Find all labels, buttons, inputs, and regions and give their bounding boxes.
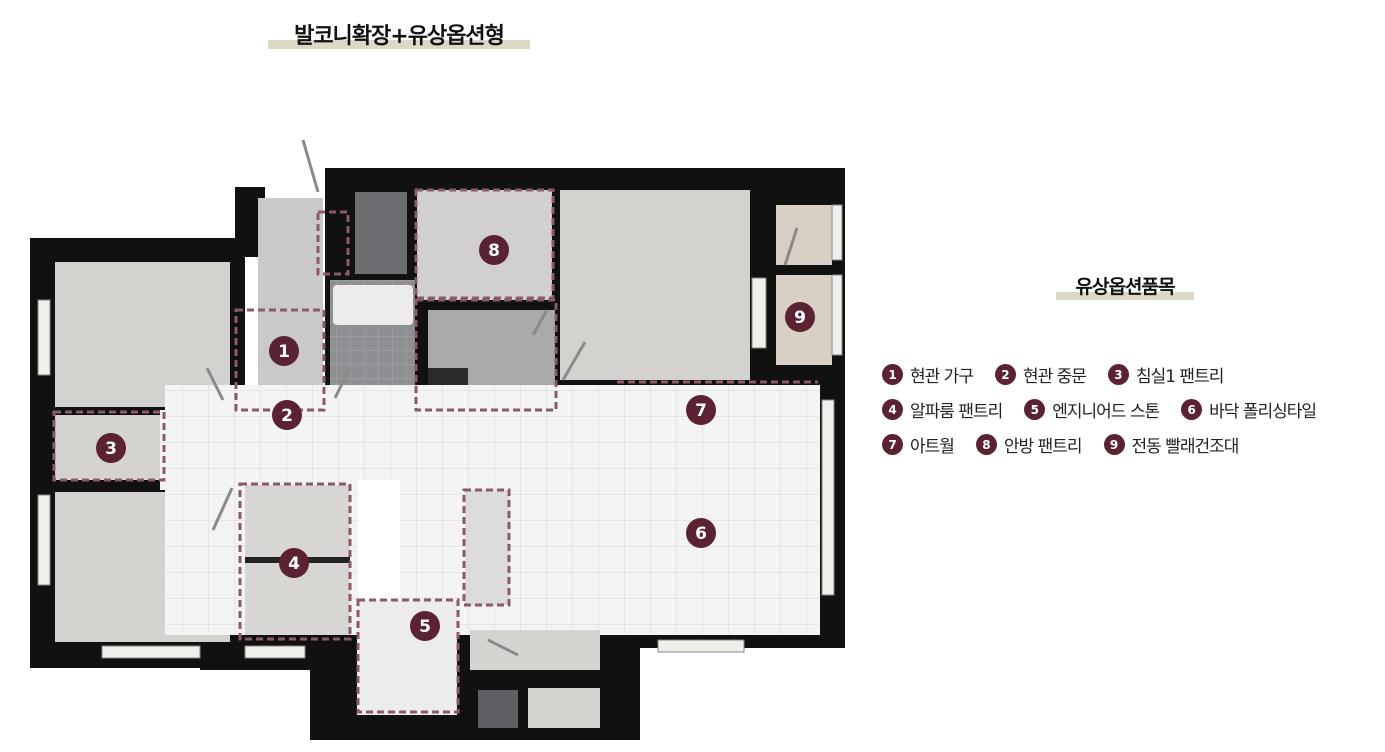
svg-text:5: 5 — [419, 617, 431, 637]
entrance-floor — [258, 198, 323, 398]
windows — [37, 204, 843, 659]
legend-title: 유상옵션품목 — [1075, 276, 1176, 298]
legend-badge: 3 — [1107, 364, 1129, 385]
legend-item: 7 아트월 — [882, 432, 955, 457]
legend-label: 엔지니어드 스톤 — [1052, 402, 1160, 422]
floorplan-title: 발코니확장+유상옵션형 — [294, 24, 505, 49]
legend-badge: 8 — [975, 434, 997, 455]
bedroom-1-floor — [55, 262, 230, 407]
svg-text:3: 3 — [105, 439, 117, 459]
legend-item: 9 전동 빨래건조대 — [1103, 432, 1240, 457]
plan-badge-5: 5 — [410, 611, 440, 641]
legend-item: 4 알파룸 팬트리 — [882, 397, 1003, 422]
floorplan-title-block: 발코니확장+유상옵션형 — [268, 14, 530, 50]
plan-badge-2: 2 — [272, 400, 302, 430]
legend-title-block: 유상옵션품목 — [1056, 270, 1194, 302]
utility-room-floor — [470, 630, 600, 670]
legend-item: 3 침실1 팬트리 — [1107, 362, 1224, 387]
option-outline-4 — [238, 482, 352, 641]
legend-row-3: 7 아트월 8 안방 팬트리 9 전동 빨래건조대 — [882, 432, 1260, 457]
plan-badge-1: 1 — [269, 336, 299, 366]
shoe-storage — [355, 192, 407, 274]
legend-label: 알파룸 팬트리 — [910, 402, 1003, 422]
door-arrows — [205, 139, 799, 657]
legend-item: 2 현관 중문 — [994, 362, 1087, 387]
legend-badge: 6 — [1181, 399, 1203, 420]
plan-badge-3: 3 — [96, 433, 126, 463]
title-underline — [268, 40, 530, 49]
svg-text:4: 4 — [288, 554, 300, 574]
plan-badge-8: 8 — [479, 235, 509, 265]
legend-badge: 5 — [1024, 399, 1046, 420]
svg-text:1: 1 — [278, 342, 290, 362]
plan-badge-4: 4 — [279, 548, 309, 578]
kitchen-counter — [358, 480, 400, 600]
legend-label: 현관 중문 — [1022, 367, 1087, 387]
legend-label: 아트월 — [910, 437, 955, 457]
legend-badge: 7 — [882, 434, 903, 455]
svg-text:2: 2 — [281, 406, 293, 426]
legend-badge: 2 — [994, 364, 1016, 385]
option-outline-bath — [414, 298, 558, 412]
legend-item: 1 현관 가구 — [882, 362, 974, 387]
option-outline-3 — [52, 410, 166, 482]
kitchen-floor — [357, 600, 457, 715]
legend-row-1: 1 현관 가구 2 현관 중문 3 침실1 팬트리 — [882, 362, 1245, 387]
legend-label: 현관 가구 — [910, 367, 974, 387]
legend-label: 안방 팬트리 — [1003, 437, 1083, 457]
legend-item: 8 안방 팬트리 — [975, 432, 1083, 457]
master-bedroom-floor — [560, 190, 750, 380]
legend-badge: 9 — [1103, 434, 1125, 455]
option-outline-8 — [414, 188, 555, 300]
legend-label: 침실1 팬트리 — [1135, 367, 1224, 387]
legend-badge: 1 — [882, 364, 903, 385]
option-outline-shoe — [316, 210, 350, 276]
legend-label: 전동 빨래건조대 — [1131, 437, 1240, 457]
hallway-floor — [160, 410, 260, 490]
plan-badges: 1 2 3 4 5 6 7 8 9 — [96, 235, 815, 641]
floor-plan-diagram: 1 2 3 4 5 6 7 8 9 — [30, 139, 845, 740]
kitchen-island — [465, 490, 510, 605]
option-outline-5 — [356, 598, 460, 714]
legend-label: 바닥 폴리싱타일 — [1209, 402, 1317, 422]
svg-text:7: 7 — [695, 401, 707, 421]
svg-text:6: 6 — [695, 524, 707, 544]
legend-badge: 4 — [882, 399, 903, 420]
plan-badge-9: 9 — [785, 302, 815, 332]
svg-text:8: 8 — [488, 241, 500, 261]
plan-badge-7: 7 — [686, 395, 716, 425]
plan-badge-6: 6 — [686, 518, 716, 548]
svg-text:9: 9 — [794, 308, 806, 328]
room-floors — [55, 190, 832, 728]
utility-storage — [528, 688, 600, 728]
option-outline-island — [462, 488, 511, 607]
legend-item: 5 엔지니어드 스톤 — [1024, 397, 1160, 422]
bathtub — [333, 285, 413, 325]
legend-title-underline — [1056, 292, 1194, 300]
legend-row-2: 4 알파룸 팬트리 5 엔지니어드 스톤 6 바닥 폴리싱타일 — [882, 397, 1338, 422]
utility-shaft — [478, 690, 518, 728]
option-outlines — [52, 188, 818, 714]
balcony-floor-upper — [776, 205, 832, 265]
legend-item: 6 바닥 폴리싱타일 — [1181, 397, 1317, 422]
